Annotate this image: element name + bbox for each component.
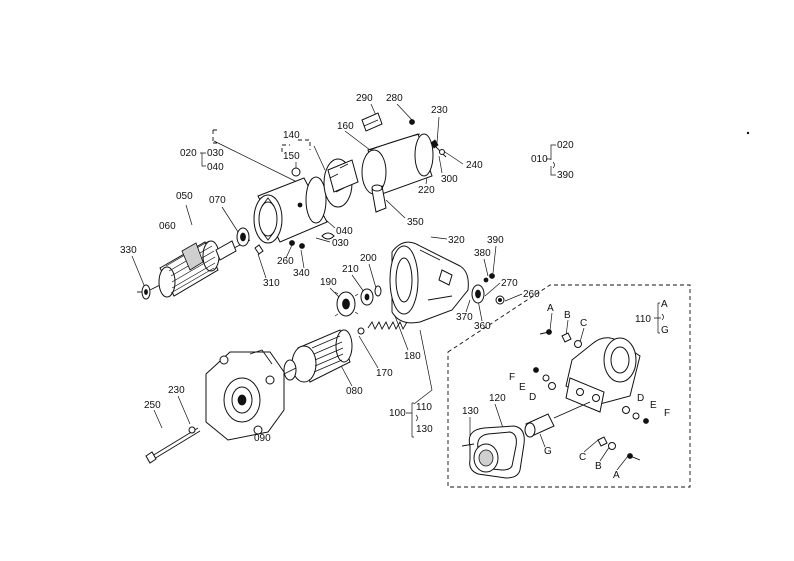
- label-230: 230: [431, 105, 448, 116]
- part-370-360-bushing: [471, 284, 505, 305]
- label-370: 370: [456, 312, 473, 323]
- label-130: 130: [462, 406, 479, 417]
- label-050: 050: [176, 191, 193, 202]
- label-360: 360: [474, 321, 491, 332]
- part-210-gear: [360, 288, 374, 306]
- label-100: 100: [389, 408, 406, 419]
- label-330: 330: [120, 245, 137, 256]
- label-350: 350: [407, 217, 424, 228]
- label-170: 170: [376, 368, 393, 379]
- label-280: 280: [386, 93, 403, 104]
- part-160-end-cover: [361, 112, 434, 195]
- part-330-washer: [137, 284, 151, 300]
- part-070-bearing: [236, 227, 250, 247]
- label-140: 140: [283, 130, 300, 141]
- label-260-b: 260: [523, 289, 540, 300]
- label-010: 010: [531, 154, 548, 165]
- label-030: 030: [207, 148, 224, 159]
- part-200-washer: [374, 285, 382, 297]
- label-F-2: F: [664, 408, 670, 419]
- label-270: 270: [501, 278, 518, 289]
- part-060-armature: [149, 239, 251, 298]
- part-170-ball: [357, 327, 365, 335]
- label-A-2: A: [613, 470, 620, 481]
- label-190: 190: [320, 277, 337, 288]
- label-A-top: A: [661, 299, 668, 310]
- label-220: 220: [418, 185, 435, 196]
- part-230-through-bolt: [430, 139, 447, 158]
- label-390-group: 390: [557, 170, 574, 181]
- label-070: 070: [209, 195, 226, 206]
- label-120: 120: [489, 393, 506, 404]
- label-020: 020: [180, 148, 197, 159]
- part-350-pin: [371, 184, 387, 213]
- label-D-1: D: [529, 392, 536, 403]
- label-210: 210: [342, 264, 359, 275]
- label-C-2: C: [579, 452, 586, 463]
- part-140-brush-holder: [254, 158, 359, 255]
- terminal-hardware: [533, 329, 649, 461]
- label-F-1: F: [509, 372, 515, 383]
- scan-dot: [746, 131, 750, 135]
- label-260: 260: [277, 256, 294, 267]
- label-A-1: A: [547, 303, 554, 314]
- part-130-cover: [461, 443, 499, 473]
- label-230-b: 230: [168, 385, 185, 396]
- label-040: 040: [207, 162, 224, 173]
- label-290: 290: [356, 93, 373, 104]
- sub-assembly-outline: [447, 284, 691, 488]
- label-G-2: G: [544, 446, 552, 457]
- label-090: 090: [254, 433, 271, 444]
- label-D-2: D: [637, 393, 644, 404]
- label-C-1: C: [580, 318, 587, 329]
- label-080: 080: [346, 386, 363, 397]
- part-090-front-housing: [205, 349, 285, 441]
- part-190-gear: [334, 291, 359, 317]
- label-150: 150: [283, 151, 300, 162]
- label-040-b: 040: [336, 226, 353, 237]
- part-180-spring: [367, 320, 408, 331]
- label-300: 300: [441, 174, 458, 185]
- label-320: 320: [448, 235, 465, 246]
- label-030-b: 030: [332, 238, 349, 249]
- part-G-plunger: [524, 401, 591, 438]
- label-130-group: 130: [416, 424, 433, 435]
- label-390: 390: [487, 235, 504, 246]
- label-110-group: 110: [416, 402, 432, 413]
- label-E-2: E: [650, 400, 657, 411]
- part-080-clutch: [283, 329, 353, 383]
- label-240: 240: [466, 160, 483, 171]
- label-B-2: B: [595, 461, 602, 472]
- part-labels: 020 030 040 140 150 160 290 280 230 240 …: [120, 93, 670, 481]
- label-060: 060: [159, 221, 176, 232]
- label-160: 160: [337, 121, 354, 132]
- label-340: 340: [293, 268, 310, 279]
- label-180: 180: [404, 351, 421, 362]
- label-B-1: B: [564, 310, 571, 321]
- part-320-drive-housing: [389, 241, 495, 324]
- group-brackets: [200, 129, 664, 438]
- label-110: 110: [635, 314, 651, 325]
- label-200: 200: [360, 253, 377, 264]
- label-G-top: G: [661, 325, 669, 336]
- label-020-group: 020: [557, 140, 574, 151]
- label-310: 310: [263, 278, 280, 289]
- part-110-solenoid: [565, 337, 641, 413]
- label-250: 250: [144, 400, 161, 411]
- label-E-1: E: [519, 382, 526, 393]
- label-380: 380: [474, 248, 491, 259]
- part-250-bolt: [145, 426, 201, 464]
- part-020-yoke: [253, 176, 328, 244]
